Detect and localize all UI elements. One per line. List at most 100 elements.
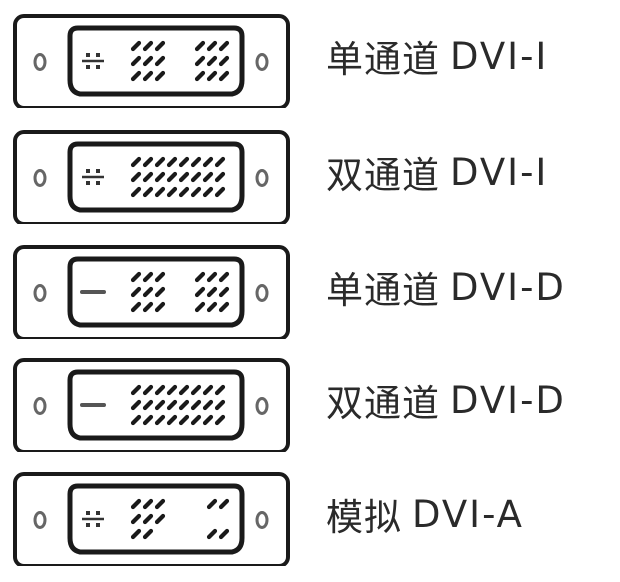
outer-plate [13, 358, 290, 452]
pin [142, 70, 154, 82]
dvi-connector-icon [13, 130, 290, 224]
pin [194, 70, 206, 82]
pin [130, 186, 142, 198]
pin [154, 55, 166, 67]
outer-plate [13, 130, 290, 224]
connector-model: DVI-I [450, 34, 549, 78]
pin [154, 156, 166, 168]
pin [218, 286, 230, 298]
pin [206, 301, 218, 313]
pin [154, 384, 166, 396]
pin [130, 399, 142, 411]
connector-label: 单通道 DVI-D [326, 239, 566, 335]
pin [142, 156, 154, 168]
pin [130, 271, 142, 283]
pin [166, 186, 178, 198]
pin [190, 414, 202, 426]
pin [130, 301, 142, 313]
analog-pin [86, 181, 90, 185]
screw-hole-left-icon [33, 511, 47, 529]
d-shell [67, 483, 245, 555]
pin [142, 301, 154, 313]
pin [206, 70, 218, 82]
pin [166, 156, 178, 168]
pin [178, 186, 190, 198]
pin [154, 399, 166, 411]
pin [166, 414, 178, 426]
pin [214, 156, 226, 168]
pin [218, 55, 230, 67]
pin [194, 40, 206, 52]
pin [190, 171, 202, 183]
pin [166, 384, 178, 396]
pin [190, 399, 202, 411]
connector-model: DVI-A [412, 492, 524, 536]
pin [218, 301, 230, 313]
connector-row-dvi-d-single-link: 单通道 DVI-D [0, 239, 620, 339]
connector-model: DVI-I [450, 150, 549, 194]
outer-plate [13, 14, 290, 108]
pin [202, 171, 214, 183]
pin [154, 171, 166, 183]
pin [206, 40, 218, 52]
pin [154, 414, 166, 426]
analog-pin [86, 511, 90, 515]
analog-pin [96, 523, 100, 527]
pin [178, 156, 190, 168]
d-shell [67, 141, 245, 213]
pin [218, 40, 230, 52]
screw-hole-left-icon [33, 284, 47, 302]
d-shell [67, 256, 245, 328]
pin [202, 156, 214, 168]
pin [154, 40, 166, 52]
pin [142, 528, 154, 540]
pin [202, 399, 214, 411]
pin [142, 271, 154, 283]
analog-pin [86, 53, 90, 57]
pin [154, 271, 166, 283]
screw-hole-left-icon [33, 397, 47, 415]
pin [218, 271, 230, 283]
pin [130, 286, 142, 298]
analog-pin [96, 511, 100, 515]
connector-row-dvi-a-analog: 模拟 DVI-A [0, 466, 620, 566]
analog-pin [96, 65, 100, 69]
connector-channel-type: 双通道 [326, 154, 440, 197]
screw-hole-right-icon [255, 511, 269, 529]
connector-label: 单通道 DVI-I [326, 8, 548, 104]
pin [178, 414, 190, 426]
pin [178, 384, 190, 396]
analog-pin [96, 181, 100, 185]
pin [130, 171, 142, 183]
connector-model: DVI-D [450, 378, 566, 422]
analog-pin [86, 65, 90, 69]
pin [142, 498, 154, 510]
pin [218, 70, 230, 82]
pin [214, 399, 226, 411]
analog-pin [96, 169, 100, 173]
pin [214, 384, 226, 396]
connector-label: 双通道 DVI-D [326, 352, 566, 448]
connector-label: 模拟 DVI-A [326, 466, 524, 562]
pin [206, 55, 218, 67]
pin [142, 186, 154, 198]
pin [142, 414, 154, 426]
pin [142, 171, 154, 183]
screw-hole-left-icon [33, 53, 47, 71]
pin [166, 171, 178, 183]
pin [202, 384, 214, 396]
pin [130, 55, 142, 67]
pin [142, 513, 154, 525]
pin [130, 40, 142, 52]
outer-plate [13, 472, 290, 566]
pin [154, 301, 166, 313]
screw-hole-right-icon [255, 53, 269, 71]
pin [190, 186, 202, 198]
dvi-connector-icon [13, 245, 290, 339]
pin [154, 286, 166, 298]
pin [190, 156, 202, 168]
pin [142, 40, 154, 52]
screw-hole-right-icon [255, 169, 269, 187]
connector-channel-type: 单通道 [326, 38, 440, 81]
pin [178, 399, 190, 411]
